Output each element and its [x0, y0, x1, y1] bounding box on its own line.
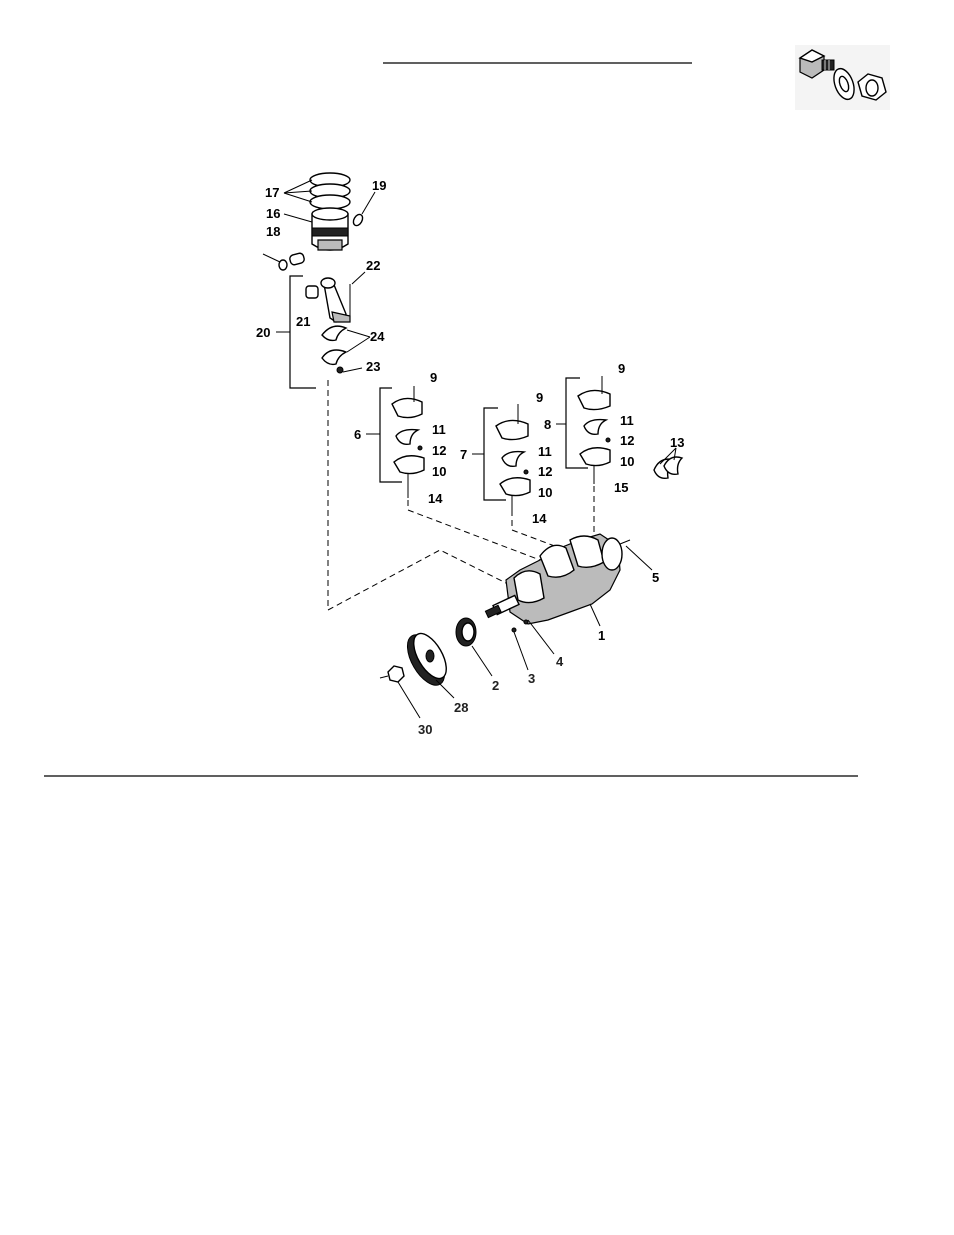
rod-bushing	[306, 286, 318, 298]
callout-23: 23	[366, 359, 380, 374]
crank-gear	[456, 618, 476, 646]
callout-13: 13	[670, 435, 684, 450]
piston-rings	[310, 173, 350, 209]
piston-pin	[263, 252, 305, 270]
callout-3: 3	[528, 671, 535, 686]
callout-7: 7	[460, 447, 467, 462]
callout-8-11: 11	[620, 413, 634, 428]
callout-28: 28	[454, 700, 468, 715]
callout-4: 4	[556, 654, 564, 669]
callout-8-9: 9	[618, 361, 625, 376]
callout-1: 1	[598, 628, 605, 643]
piston	[312, 208, 348, 250]
callout-8-12: 12	[620, 433, 634, 448]
main-cap-7	[496, 404, 530, 516]
callout-6-14: 14	[428, 491, 443, 506]
callout-22: 22	[366, 258, 380, 273]
callout-18: 18	[266, 224, 280, 239]
callout-6-10: 10	[432, 464, 446, 479]
callout-7-10: 10	[538, 485, 552, 500]
callout-7-11: 11	[538, 444, 552, 459]
rod-bearing-lower	[322, 350, 346, 364]
callout-21: 21	[296, 314, 310, 329]
callout-2: 2	[492, 678, 499, 693]
callout-16: 16	[266, 206, 280, 221]
callout-6-11: 11	[432, 422, 446, 437]
callout-20: 20	[256, 325, 270, 340]
thrust-washers	[654, 448, 682, 478]
pin-clip	[352, 213, 365, 227]
callout-7-14: 14	[532, 511, 547, 526]
callout-8-15: 15	[614, 480, 628, 495]
callout-6: 6	[354, 427, 361, 442]
callout-19: 19	[372, 178, 386, 193]
callout-30: 30	[418, 722, 432, 737]
callout-24: 24	[370, 329, 385, 344]
main-cap-6	[392, 386, 424, 498]
callout-7-12: 12	[538, 464, 552, 479]
rod-bearing-upper	[322, 326, 346, 340]
crank-nut	[380, 666, 404, 682]
callout-7-9: 9	[536, 390, 543, 405]
callout-17: 17	[265, 185, 279, 200]
callout-8: 8	[544, 417, 551, 432]
connecting-rod	[321, 278, 350, 322]
crank-pulley	[400, 628, 453, 691]
bolt-washer-nut-icon	[795, 45, 890, 110]
callout-6-12: 12	[432, 443, 446, 458]
callout-8-10: 10	[620, 454, 634, 469]
callout-6-9: 9	[430, 370, 437, 385]
callout-5: 5	[652, 570, 659, 585]
